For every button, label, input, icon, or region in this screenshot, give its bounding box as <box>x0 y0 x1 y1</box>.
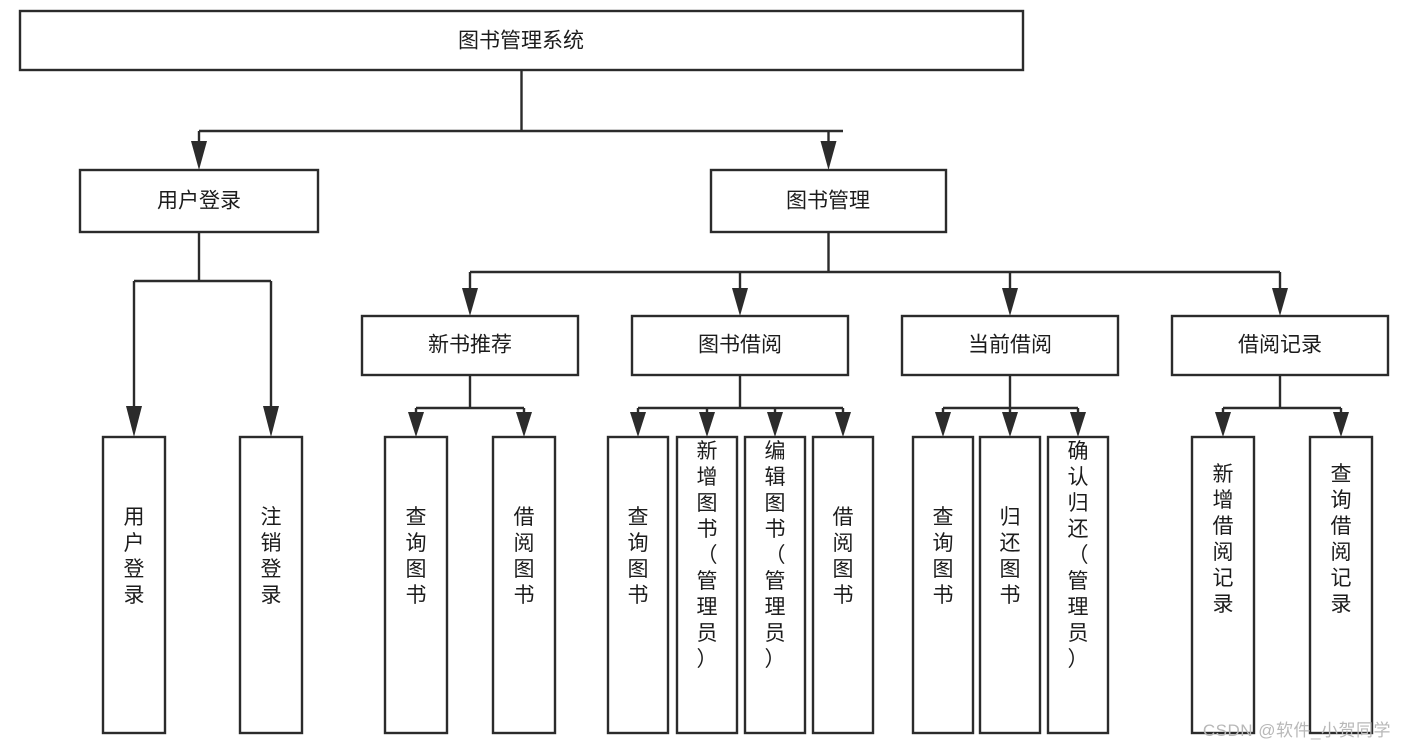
leaf-book-borrow-1[interactable]: 查询图书 <box>606 435 670 735</box>
arrowhead-leaf-borrowrecord-1 <box>1215 412 1231 437</box>
node-user-login-label: 用户登录 <box>157 190 241 213</box>
connectors-root-to-level2 <box>191 70 843 170</box>
leaf-book-borrow-4[interactable]: 借阅图书 <box>811 435 875 735</box>
leaf-current-borrow-3-box[interactable] <box>1046 435 1110 735</box>
arrowhead-leaf-bookborrow-3 <box>767 412 783 437</box>
node-root-box[interactable] <box>18 9 1025 72</box>
leaf-book-borrow-4-box[interactable] <box>811 435 875 735</box>
node-borrow-record-box[interactable] <box>1170 314 1390 377</box>
node-current-borrow[interactable]: 当前借阅 <box>900 314 1120 377</box>
arrowhead-leaf-user-login-1 <box>126 406 142 437</box>
arrowhead-leaf-newbook-1 <box>408 412 424 437</box>
leaf-borrow-record-2[interactable]: 查询借阅记录 <box>1308 435 1374 735</box>
arrowhead-user-login <box>191 141 207 170</box>
leaf-current-borrow-3-label: 确认归还（管理员） <box>1068 440 1089 671</box>
node-root[interactable]: 图书管理系统 <box>18 9 1025 72</box>
arrowhead-book-manage <box>820 141 837 170</box>
leaf-current-borrow-2-box[interactable] <box>978 435 1042 735</box>
leaf-borrow-record-2-box[interactable] <box>1308 435 1374 735</box>
connectors-borrowrecord-to-leaves <box>1215 375 1349 437</box>
arrowhead-newbook <box>462 288 478 316</box>
connectors-bookborrow-to-leaves <box>630 375 851 437</box>
connectors-currentborrow-to-leaves <box>935 375 1086 437</box>
arrowhead-leaf-bookborrow-2 <box>699 412 715 437</box>
leaf-current-borrow-2[interactable]: 归还图书 <box>978 435 1042 735</box>
leaf-user-login-2-label: 注销登录 <box>261 506 282 607</box>
leaf-new-book-rec-1-box[interactable] <box>383 435 449 735</box>
node-book-borrow-box[interactable] <box>630 314 850 377</box>
leaf-user-login-2[interactable]: 注销登录 <box>238 435 304 735</box>
node-new-book-rec-box[interactable] <box>360 314 580 377</box>
arrowhead-bookborrow <box>732 288 748 316</box>
node-book-borrow[interactable]: 图书借阅 <box>630 314 850 377</box>
leaf-new-book-rec-2-box[interactable] <box>491 435 557 735</box>
arrowhead-leaf-currentborrow-1 <box>935 412 951 437</box>
node-book-borrow-label: 图书借阅 <box>698 334 782 357</box>
node-book-manage[interactable]: 图书管理 <box>709 168 948 234</box>
node-current-borrow-box[interactable] <box>900 314 1120 377</box>
node-book-manage-box[interactable] <box>709 168 948 234</box>
leaf-current-borrow-1[interactable]: 查询图书 <box>911 435 975 735</box>
connectors-book-manage-to-level3 <box>462 232 1288 316</box>
leaf-new-book-rec-1-label: 查询图书 <box>406 506 427 607</box>
connectors-user-login-to-leaves <box>126 232 279 437</box>
arrowhead-leaf-newbook-2 <box>516 412 532 437</box>
leaf-book-borrow-1-label: 查询图书 <box>628 506 649 607</box>
leaf-current-borrow-2-label: 归还图书 <box>1000 506 1021 607</box>
leaf-new-book-rec-1[interactable]: 查询图书 <box>383 435 449 735</box>
arrowhead-leaf-bookborrow-4 <box>835 412 851 437</box>
arrowhead-leaf-user-login-2 <box>263 406 279 437</box>
leaf-user-login-1[interactable]: 用户登录 <box>101 435 167 735</box>
node-borrow-record[interactable]: 借阅记录 <box>1170 314 1390 377</box>
node-new-book-rec[interactable]: 新书推荐 <box>360 314 580 377</box>
leaf-current-borrow-1-box[interactable] <box>911 435 975 735</box>
node-user-login-box[interactable] <box>78 168 320 234</box>
node-borrow-record-label: 借阅记录 <box>1238 334 1322 357</box>
arrowhead-currentborrow <box>1002 288 1018 316</box>
leaf-book-borrow-2-box[interactable] <box>675 435 739 735</box>
leaf-borrow-record-2-label: 查询借阅记录 <box>1331 463 1352 616</box>
leaf-book-borrow-3-box[interactable] <box>743 435 807 735</box>
arrowhead-leaf-bookborrow-1 <box>630 412 646 437</box>
leaf-user-login-2-box[interactable] <box>238 435 304 735</box>
leaf-book-borrow-1-box[interactable] <box>606 435 670 735</box>
leaf-new-book-rec-2[interactable]: 借阅图书 <box>491 435 557 735</box>
leaf-borrow-record-1-label: 新增借阅记录 <box>1213 463 1234 616</box>
leaf-user-login-1-label: 用户登录 <box>124 506 145 607</box>
leaf-current-borrow-3[interactable]: 确认归还（管理员） <box>1046 435 1110 735</box>
leaf-book-borrow-3-label: 编辑图书（管理员） <box>765 440 786 671</box>
arrowhead-leaf-currentborrow-2 <box>1002 412 1018 437</box>
arrowhead-leaf-borrowrecord-2 <box>1333 412 1349 437</box>
leaf-user-login-1-box[interactable] <box>101 435 167 735</box>
leaf-book-borrow-4-label: 借阅图书 <box>833 506 854 607</box>
leaf-borrow-record-1[interactable]: 新增借阅记录 <box>1190 435 1256 735</box>
node-root-label: 图书管理系统 <box>458 30 584 53</box>
connectors-newbook-to-leaves <box>408 375 532 437</box>
node-user-login[interactable]: 用户登录 <box>78 168 320 234</box>
node-book-manage-label: 图书管理 <box>786 190 870 213</box>
leaf-book-borrow-2[interactable]: 新增图书（管理员） <box>675 435 739 735</box>
node-current-borrow-label: 当前借阅 <box>968 334 1052 357</box>
leaf-current-borrow-1-label: 查询图书 <box>933 506 954 607</box>
leaf-book-borrow-3[interactable]: 编辑图书（管理员） <box>743 435 807 735</box>
arrowhead-leaf-currentborrow-3 <box>1070 412 1086 437</box>
leaf-borrow-record-1-box[interactable] <box>1190 435 1256 735</box>
csdn-watermark: CSDN @软件_小贺同学 <box>1202 721 1391 740</box>
arrowhead-borrowrecord <box>1272 288 1288 316</box>
leaf-book-borrow-2-label: 新增图书（管理员） <box>697 440 718 671</box>
node-new-book-rec-label: 新书推荐 <box>428 334 512 357</box>
leaf-new-book-rec-2-label: 借阅图书 <box>514 506 535 607</box>
